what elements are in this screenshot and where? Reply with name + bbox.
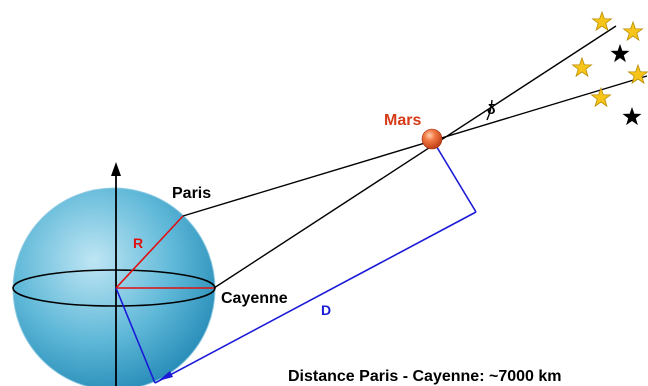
sight-line-cayenne [213,25,617,289]
earth-sphere [12,187,216,386]
distance-line-d [154,211,477,384]
star-black-icon [622,107,642,126]
sight-line-paris [182,75,648,217]
star-yellow-icon [571,57,593,77]
radius-line-paris [115,215,184,289]
distance-line-mars [431,138,477,213]
up-arrow-icon [111,162,121,176]
mars-planet [421,128,443,150]
label-radius: R [133,235,143,251]
distance-line-earth [115,287,156,384]
star-yellow-icon [590,87,612,107]
label-mars: Mars [384,112,421,129]
delta-angle-arc [486,99,493,121]
label-cayenne: Cayenne [221,290,288,307]
label-paris: Paris [172,185,211,202]
star-black-icon [610,44,630,63]
distance-arrowhead-icon [158,371,173,381]
star-yellow-icon [591,11,613,31]
label-distance: D [321,302,331,318]
caption-distance: Distance Paris - Cayenne: ~7000 km [288,368,561,385]
star-yellow-icon [622,21,644,41]
label-delta: δ [487,101,496,117]
star-field [571,11,648,126]
